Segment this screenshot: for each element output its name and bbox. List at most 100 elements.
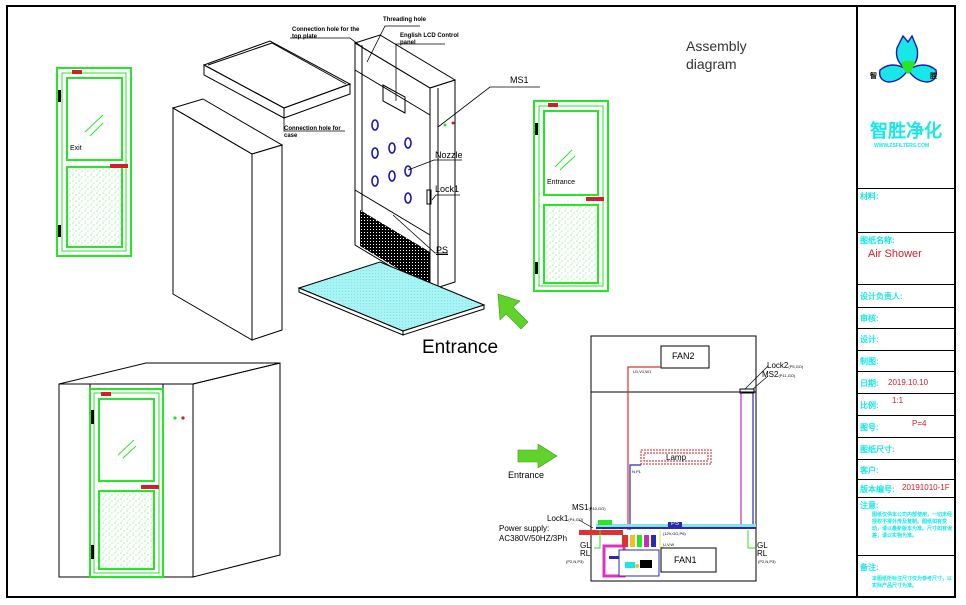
title-line-2: diagram <box>686 56 737 72</box>
assembled-door <box>89 388 164 578</box>
power-line-1: Power supply: <box>499 524 550 533</box>
fan2-label: FAN2 <box>672 351 695 361</box>
entrance-door-label: Entrance <box>547 179 576 186</box>
logo-char-left: 智 <box>870 73 877 80</box>
callout-line: Connection hole for <box>284 126 341 132</box>
lock2-sub: (P5,GO) <box>788 364 804 369</box>
logo-char-right: 胜 <box>930 73 937 80</box>
company-name: 智胜净化 <box>870 121 942 141</box>
callout-ms1: MS1 <box>510 75 529 85</box>
gl-right-label: GL <box>757 541 768 550</box>
tb-row-material: 材料: <box>858 188 956 232</box>
tb-label: 注意: <box>860 501 879 510</box>
entrance-arrow-icon <box>497 293 529 330</box>
fan2-wire-label: U1,V1,W1 <box>633 369 652 374</box>
title-line-1: Assembly <box>686 38 747 54</box>
rl-left-label: RL <box>580 549 591 558</box>
entrance-door <box>533 100 609 292</box>
callout-lock1: Lock1 <box>435 184 460 194</box>
fan1-label: FAN1 <box>674 555 697 565</box>
ms2-text: MS2 <box>762 370 779 379</box>
tb-row-review: 审核: <box>858 307 956 328</box>
tb-row-date: 日期: 2019.10.10 <box>858 371 956 393</box>
ms1-text: MS1 <box>572 503 589 512</box>
glrl-right-sub: (P2,N,P3) <box>758 559 776 564</box>
drawing-name-value: Air Shower <box>868 248 922 260</box>
lamp-box <box>640 449 712 465</box>
tb-label: 材料: <box>860 192 879 201</box>
tb-label: 比例: <box>860 401 879 410</box>
tb-row-drawing-number: 图号: P=4 <box>858 415 956 437</box>
tb-label: 设计负责人: <box>860 292 903 301</box>
gl-left-label: GL <box>580 541 591 550</box>
ms1-wiring-label: MS1(P10,GO) <box>572 503 606 512</box>
callout-line: case <box>284 133 298 139</box>
control-board <box>602 535 660 578</box>
glrl-left-sub: (P2,N,P3) <box>566 559 584 564</box>
lamp-wire-label: N,P1 <box>632 469 641 474</box>
exit-door-label: Exit <box>70 145 82 152</box>
top-plate <box>202 40 352 119</box>
callout-line: English LCD Control <box>400 33 459 39</box>
tb-label: 日期: <box>860 379 879 388</box>
fan2-box <box>660 345 710 369</box>
side-panel <box>171 98 284 341</box>
fan1-wire-label: U,V,W <box>663 542 675 547</box>
drawing-number-value: P=4 <box>912 419 927 428</box>
tb-row-notice: 注意: 图纸仅供本公司内部使用，一切未经授权不得外传及复制。图纸如有变动，请以最… <box>858 497 956 555</box>
fan1-box <box>660 547 717 573</box>
lamp-label: Lamp <box>666 453 687 462</box>
callout-line: top plate <box>292 34 317 40</box>
tb-label: 版本编号: <box>860 485 895 494</box>
entrance-small-label: Entrance <box>508 470 545 480</box>
ps-sub-label: (12V,GO,P6) <box>663 531 686 536</box>
ms2-sub: (P11,GO) <box>778 373 796 378</box>
wiring-diagram <box>578 335 769 582</box>
company-website: WWW.ZSFILTERS.COM <box>874 143 930 149</box>
tb-row-drafting: 制图: <box>858 350 956 371</box>
tb-label: 备注: <box>860 563 879 572</box>
callout-ps: PS <box>436 245 449 255</box>
ms2-label: MS2(P11,GO) <box>762 370 795 379</box>
exit-door <box>56 67 132 257</box>
lock1-wiring-label: Lock1(P4,GO) <box>547 514 583 523</box>
tb-label: 审核: <box>860 314 879 323</box>
tb-row-remarks: 备注: 本图纸所标注尺寸仅为参考尺寸，以实际产品尺寸为准。 <box>858 555 956 598</box>
nozzle-group <box>371 119 412 204</box>
assembled-unit <box>58 362 281 578</box>
title-block: 智 胜 智胜净化 WWW.ZSFILTERS.COM 材料: 图纸名称: Air… <box>856 5 956 598</box>
ps-label: PS <box>671 521 680 527</box>
tb-label: 制图: <box>860 357 879 366</box>
tb-row-design: 设计: <box>858 328 956 350</box>
version-value: 20191010-1F <box>902 483 950 492</box>
date-value: 2019.10.10 <box>888 378 929 387</box>
floor-plate <box>297 261 486 336</box>
tb-label: 图号: <box>860 423 879 432</box>
tb-row-version: 版本编号: 20191010-1F <box>858 479 956 497</box>
lock1-sub: (P4,GO) <box>568 517 584 522</box>
power-supply-label: Power supply: AC380V/50HZ/3Ph <box>499 524 567 544</box>
tb-label: 图纸尺寸: <box>860 445 895 454</box>
notice-text: 图纸仅供本公司内部使用，一切未经授权不得外传及复制。图纸如有变动，请以最新版本为… <box>872 512 953 539</box>
tb-label: 设计: <box>860 335 879 344</box>
ms1-sub: (P10,GO) <box>588 506 606 511</box>
callout-leaders <box>283 25 540 254</box>
tb-row-customer: 客户: <box>858 459 956 479</box>
callout-threading-hole: Threading hole <box>383 17 427 23</box>
lock2-label: Lock2(P5,GO) <box>767 361 803 370</box>
callout-line: panel <box>400 40 416 46</box>
callout-lcd-panel: English LCD Control panel <box>400 33 459 47</box>
rl-right-label: RL <box>757 549 768 558</box>
entrance-arrow-right-icon <box>517 443 558 469</box>
power-line-2: AC380V/50HZ/3Ph <box>499 534 568 543</box>
tb-row-paper-size: 图纸尺寸: <box>858 437 956 459</box>
drawing-title: Assembly diagram <box>686 37 747 73</box>
lock1-text: Lock1 <box>547 514 569 523</box>
main-cabinet <box>353 34 457 291</box>
drawing-frame <box>6 5 956 598</box>
callout-connection-top: Connection hole for the top plate <box>292 27 359 41</box>
entrance-main-label: Entrance <box>422 337 499 358</box>
remark-text: 本图纸所标注尺寸仅为参考尺寸，以实际产品尺寸为准。 <box>872 576 953 589</box>
callout-nozzle: Nozzle <box>435 150 463 160</box>
